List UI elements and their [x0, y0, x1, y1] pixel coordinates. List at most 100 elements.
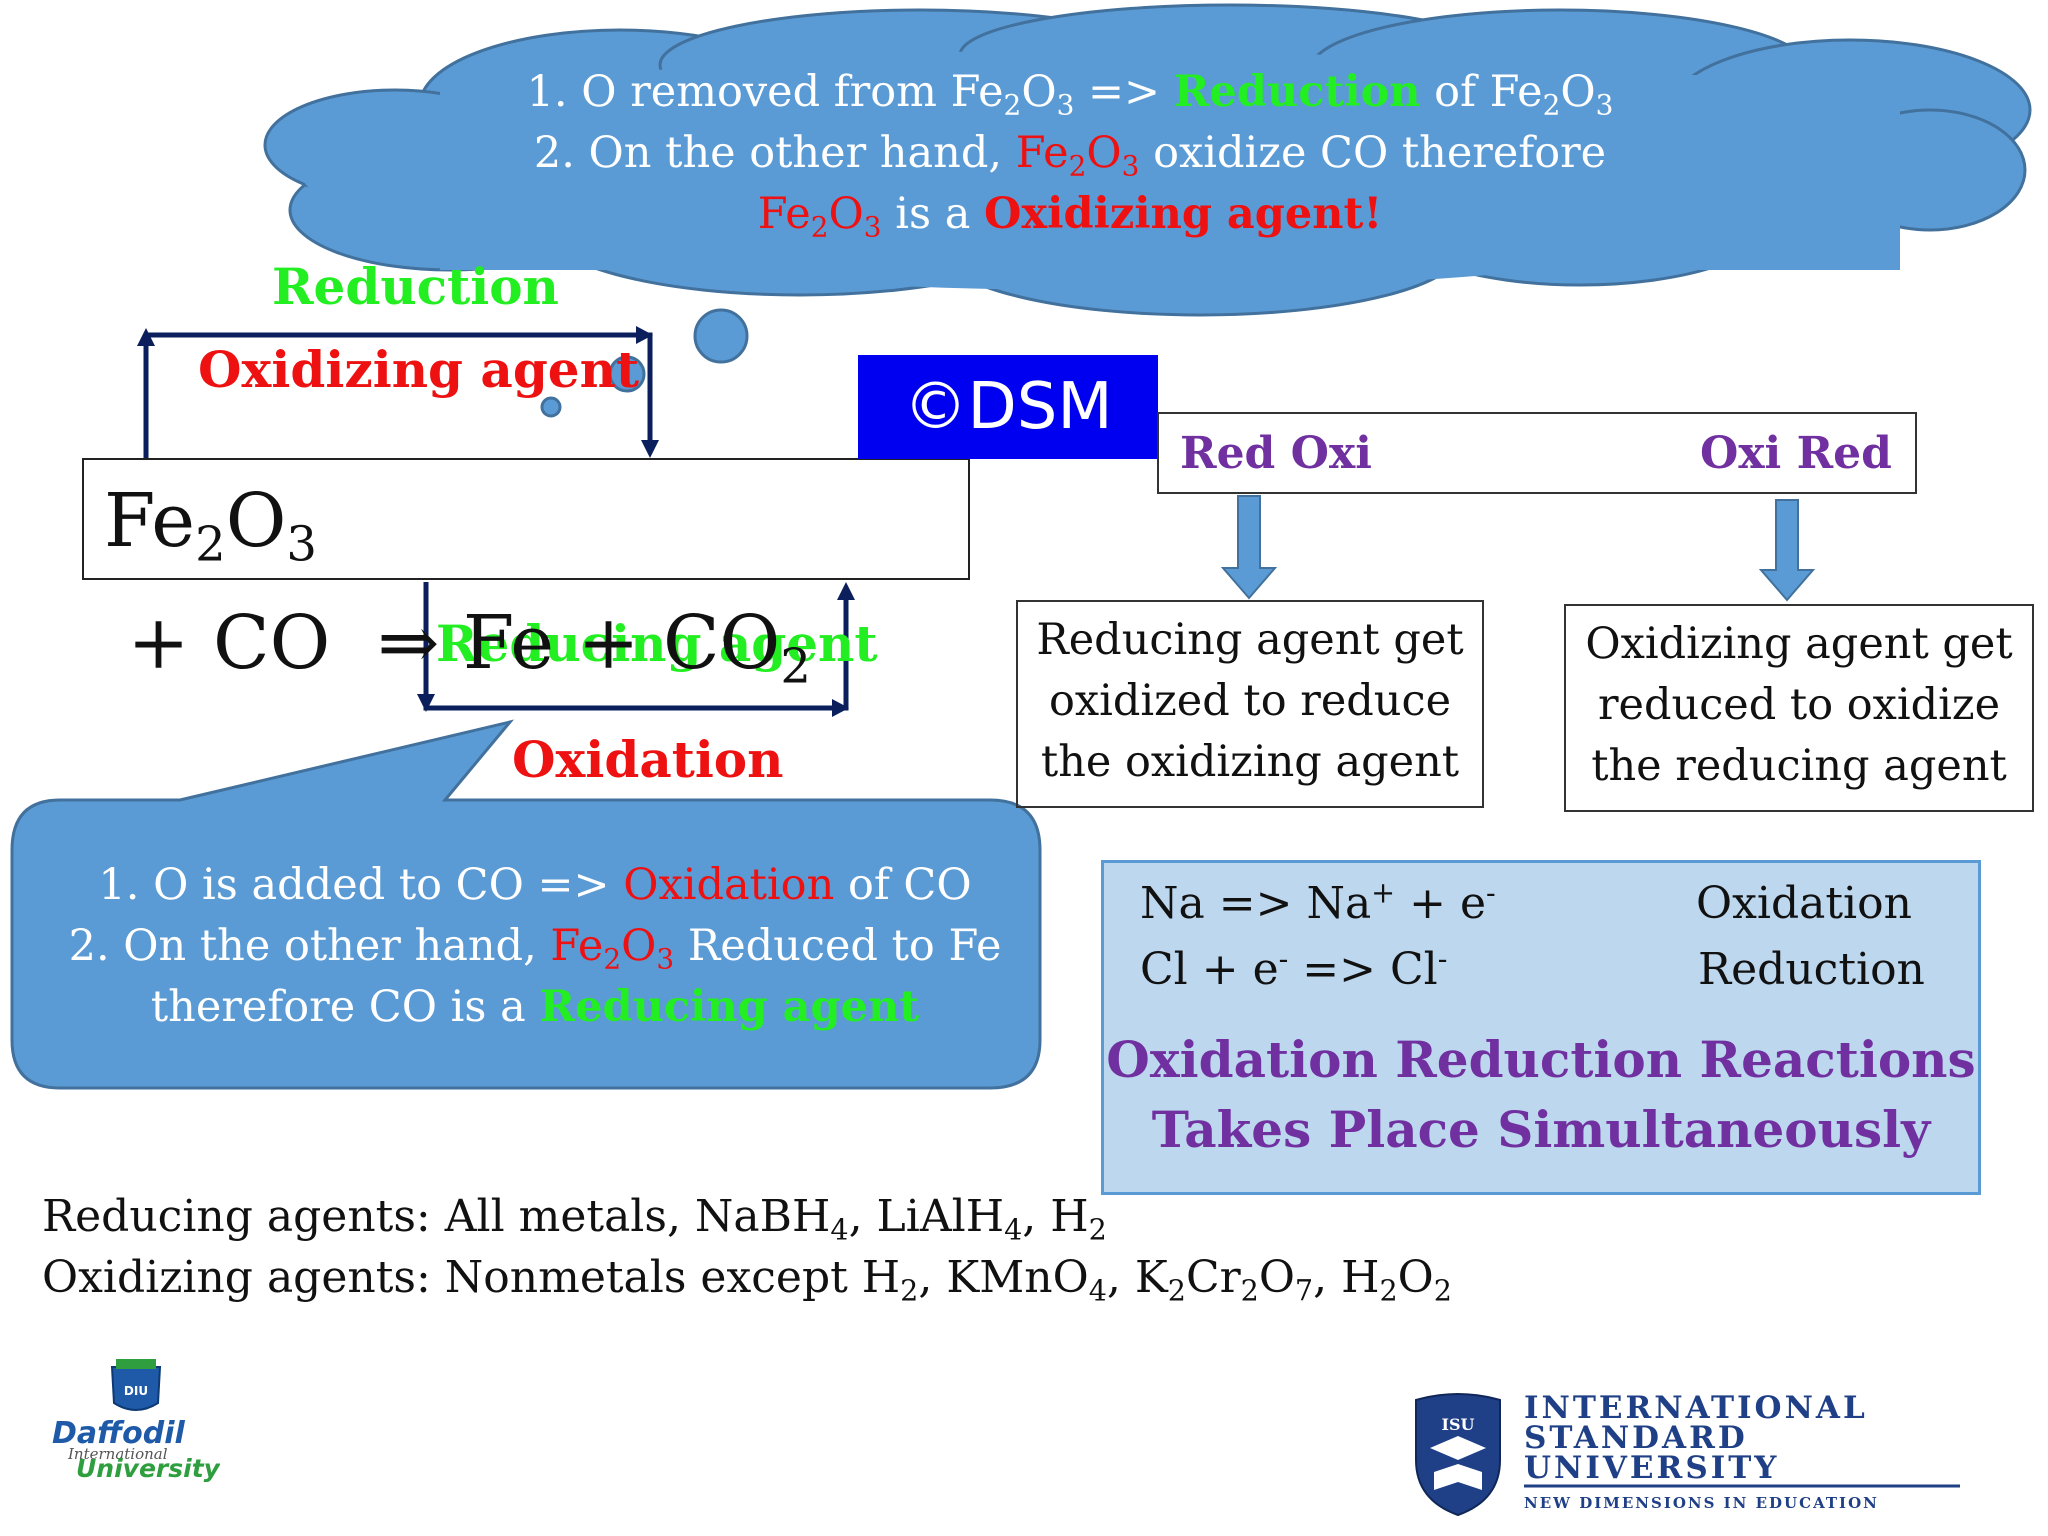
reducing-c: , H: [1022, 1191, 1089, 1242]
callout-reducing-agent: Reducing agent: [539, 982, 920, 1032]
reduction-bracket-arrow: [143, 332, 653, 458]
mortarboard-icon: [1430, 1436, 1486, 1460]
callout-o: O: [621, 921, 657, 971]
sub: 2: [900, 1273, 919, 1308]
sup: -: [1486, 875, 1496, 910]
oxidizing-f: , H: [1313, 1252, 1380, 1303]
sub: 2: [1088, 1212, 1107, 1247]
oxidizing-d: Cr: [1185, 1252, 1241, 1303]
cloud-line-3-c: is a: [881, 189, 985, 239]
isu-badge: ISU: [1442, 1415, 1475, 1434]
callout-text: 1. O is added to CO => Oxidation of CO 2…: [30, 855, 1040, 1038]
cloud-line-2-d: oxidize CO therefore: [1139, 128, 1607, 178]
cloud-fill-center: [300, 50, 1900, 290]
oxidation-arrowhead-down: [417, 694, 435, 712]
cloud-line-1: 1. O removed from Fe2O3 => Reduction of …: [470, 62, 1670, 123]
info-summary-line-2: Takes Place Simultaneously: [1151, 1100, 1931, 1159]
cloud-line-2-fe: Fe: [1015, 128, 1069, 178]
cloud-line-3: Fe2O3 is a Oxidizing agent!: [470, 184, 1670, 245]
sub: 2: [780, 638, 811, 695]
daffodil-international-word: International: [67, 1445, 168, 1463]
isu-tagline: NEW DIMENSIONS IN EDUCATION: [1524, 1494, 1879, 1512]
eq-fe: Fe: [104, 478, 196, 564]
cloud-line-2: 2. On the other hand, Fe2O3 oxidize CO t…: [470, 123, 1670, 184]
label-reduction: Reduction: [272, 257, 559, 316]
reduction-arrowhead-down: [641, 440, 659, 458]
callout-fe: Fe: [550, 921, 604, 971]
cloud-oxidizing-agent: Oxidizing agent!: [984, 189, 1383, 239]
sup: -: [1278, 941, 1289, 976]
callout-line-1-c: of CO: [834, 860, 972, 910]
thought-bubble-medium: [608, 355, 646, 393]
callout-line-2-d: Reduced to Fe: [674, 921, 1002, 971]
oxi-red-label: Oxi Red: [1700, 428, 1892, 479]
callout-line-2-a: 2. On the other hand,: [68, 921, 551, 971]
callout-line-2: 2. On the other hand, Fe2O3 Reduced to F…: [30, 916, 1040, 977]
sub: 2: [810, 210, 829, 244]
book-icon: [1434, 1464, 1482, 1490]
info-eq2-a: Cl + e: [1140, 944, 1279, 995]
oxidizing-c: , K: [1106, 1252, 1168, 1303]
block-arrow-down-left: [1220, 495, 1278, 600]
oxidizing-a: Oxidizing agents: Nonmetals except H: [42, 1252, 901, 1303]
desc-right-line: reduced to oxidize: [1597, 680, 2001, 730]
thought-bubble-large: [693, 308, 749, 364]
sup: +: [1371, 875, 1396, 910]
oxidation-bracket-arrow: [423, 582, 849, 711]
block-arrow-down-right: [1758, 499, 1816, 602]
info-eq2-b: => Cl: [1288, 944, 1438, 995]
daffodil-university-word: University: [76, 1454, 220, 1483]
sub: 3: [286, 516, 317, 573]
sub: 2: [195, 516, 226, 573]
callout-line-3: therefore CO is a Reducing agent: [30, 977, 1040, 1038]
info-box: [1101, 860, 1981, 1195]
cloud-text: 1. O removed from Fe2O3 => Reduction of …: [470, 62, 1670, 245]
info-eq-chlorine: Cl + e- => Cl-: [1140, 944, 1447, 995]
oxidizing-e: O: [1258, 1252, 1295, 1303]
callout-line-1: 1. O is added to CO => Oxidation of CO: [30, 855, 1040, 916]
desc-left-line: the oxidizing agent: [1040, 737, 1460, 787]
info-summary: Oxidation Reduction Reactions Takes Plac…: [1101, 1025, 1981, 1165]
reducing-b: , LiAlH: [848, 1191, 1005, 1242]
sub: 3: [863, 210, 882, 244]
equation-box: Fe2O3 + CO ⇒ Fe + CO2: [82, 458, 970, 690]
sub: 7: [1294, 1273, 1314, 1308]
label-oxidation: Oxidation: [512, 730, 784, 789]
label-reducing-agent: Reducing agent: [436, 614, 878, 673]
callout-oxidation-word: Oxidation: [623, 860, 835, 910]
daffodil-word: Daffodil: [52, 1416, 185, 1451]
isu-logo: ISU INTERNATIONAL STANDARD UNIVERSITY NE…: [1415, 1390, 1960, 1517]
eq-rest: + CO ⇒ Fe + CO: [104, 600, 781, 686]
callout-line-1-a: 1. O is added to CO =>: [98, 860, 624, 910]
sub: 2: [1542, 88, 1561, 122]
sub: 3: [656, 942, 675, 976]
desc-box-oxidizing: Oxidizing agent get reduced to oxidize t…: [1564, 604, 2034, 812]
sup: -: [1437, 941, 1448, 976]
diu-shield-icon: [110, 1366, 162, 1411]
eq-o: O: [225, 478, 287, 564]
desc-box-reducing: Reducing agent get oxidized to reduce th…: [1016, 600, 1484, 808]
reducing-a: Reducing agents: All metals, NaBH: [42, 1191, 831, 1242]
cloud-line-2-o: O: [1086, 128, 1122, 178]
info-eq1-b: + e: [1395, 878, 1487, 929]
daffodil-logo: DIU Daffodil International University: [52, 1359, 220, 1483]
oxidizing-g: O: [1397, 1252, 1434, 1303]
cloud-line-3-o: O: [828, 189, 864, 239]
oxidation-arrowhead-right: [832, 699, 849, 717]
oxidizing-b: , KMnO: [918, 1252, 1089, 1303]
thought-bubble-small: [540, 396, 562, 418]
desc-left-line: oxidized to reduce: [1048, 676, 1452, 726]
oxidation-arrowhead-up: [837, 582, 855, 600]
red-oxi-box: [1157, 412, 1917, 494]
sub: 4: [1088, 1273, 1107, 1308]
callout-line-3-a: therefore CO is a: [150, 982, 540, 1032]
isu-line-international: INTERNATIONAL: [1524, 1390, 1868, 1426]
cloud-line-1-a: 1. O removed from Fe: [526, 67, 1004, 117]
info-result-oxidation: Oxidation: [1696, 878, 1912, 929]
sub: 4: [830, 1212, 849, 1247]
isu-line-standard: STANDARD: [1524, 1420, 1748, 1456]
reduction-arrowhead-right: [636, 326, 653, 344]
label-oxidizing-agent: Oxidizing agent: [198, 340, 640, 399]
sub: 3: [1595, 88, 1614, 122]
sub: 3: [1121, 149, 1140, 183]
